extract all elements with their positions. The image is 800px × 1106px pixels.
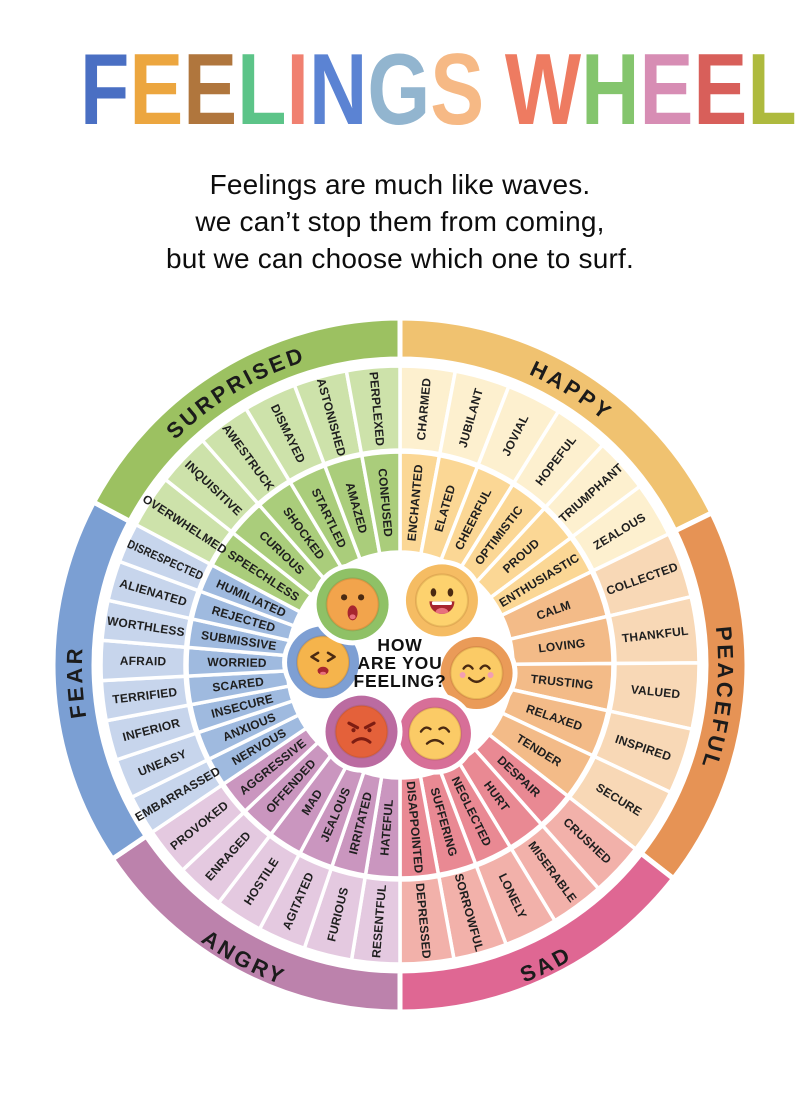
title-letter: I: [286, 34, 309, 146]
title-letter: E: [129, 34, 184, 146]
wedge-confused: [360, 450, 402, 556]
title-letter: F: [80, 34, 130, 146]
wedge-word-scared: SCARED: [212, 674, 265, 694]
wedge-word-hateful: HATEFUL: [377, 799, 396, 856]
outer-band-surprised: [91, 315, 403, 524]
quote-line: but we can choose which one to surf.: [166, 243, 634, 274]
title-letter: E: [183, 34, 238, 146]
center-question-line: ARE YOU: [357, 653, 442, 673]
sad-face-icon: [393, 692, 476, 775]
wedge-word-worried: WORRIED: [207, 655, 267, 670]
title-letter: L: [747, 34, 797, 146]
wedge-word-trusting: TRUSTING: [530, 672, 594, 693]
title-letter: E: [639, 34, 694, 146]
title-letter: G: [367, 34, 431, 146]
peaceful-face-icon: [435, 632, 518, 715]
wedge-word-charmed: CHARMED: [414, 377, 434, 441]
section-label-fear: FEAR: [62, 645, 91, 720]
section-fear: EMBARRASSEDNERVOUSUNEASYANXIOUSINFERIORI…: [50, 499, 309, 862]
wedge-word-valued: VALUED: [630, 682, 681, 701]
wedge-word-perplexed: PERPLEXED: [367, 371, 388, 447]
section-happy: CHARMEDENCHANTEDJUBILANTELATEDJOVIALCHEE…: [397, 315, 715, 618]
wedge-word-loving: LOVING: [538, 636, 587, 655]
center-question-line: HOW: [377, 635, 422, 655]
title-letter: S: [430, 34, 485, 146]
wedge-word-confused: CONFUSED: [375, 468, 395, 538]
wedge-word-afraid: AFRAID: [120, 654, 167, 669]
wedge-word-depressed: DEPRESSED: [413, 883, 434, 960]
quote-line: Feelings are much like waves.: [209, 169, 591, 200]
section-sad: CRUSHEDDESPAIRMISERABLEHURTLONELYNEGLECT…: [397, 732, 676, 1015]
title-letter: H: [581, 34, 640, 146]
page-title: FEELINGS WHEEL: [80, 40, 797, 141]
section-peaceful: COLLECTEDCALMTHANKFULLOVINGVALUEDTRUSTIN…: [487, 510, 750, 882]
wedge-perplexed: [344, 364, 402, 456]
wedge-word-resentful: RESENTFUL: [369, 884, 389, 959]
quote-line: we can’t stop them from coming,: [195, 206, 605, 237]
title-letter: L: [237, 34, 287, 146]
angry-face-icon: [320, 690, 403, 773]
section-angry: RESENTFULHATEFULFURIOUSIRRITATEDAGITATED…: [109, 726, 403, 1015]
title-letter: N: [308, 34, 368, 146]
surprised-face-icon: [311, 563, 394, 646]
center-question-line: FEELING?: [354, 671, 447, 691]
happy-face-icon: [400, 559, 483, 642]
quote: Feelings are much like waves. we can’t s…: [0, 166, 800, 277]
title-letter: E: [693, 34, 748, 146]
title-letter: W: [504, 34, 582, 146]
